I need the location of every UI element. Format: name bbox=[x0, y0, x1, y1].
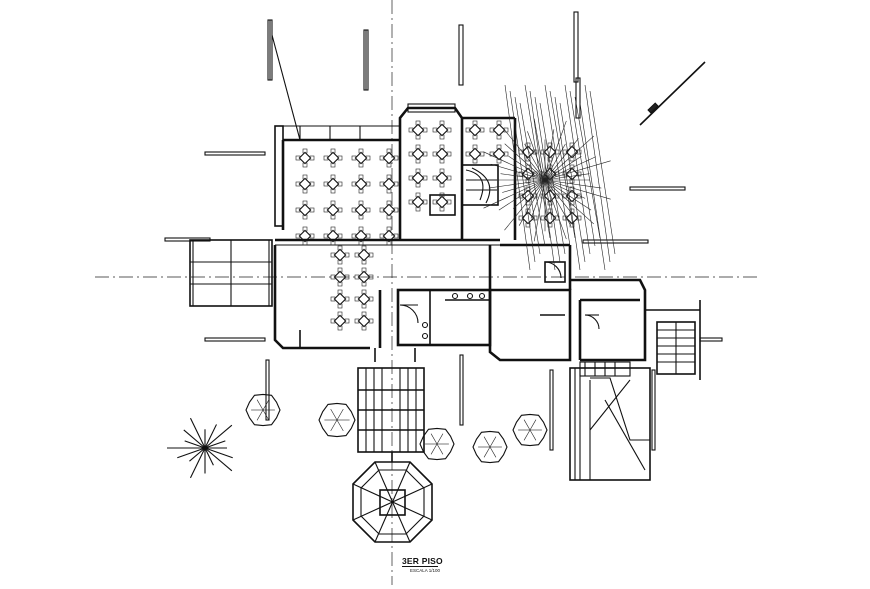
table-set bbox=[465, 120, 485, 140]
table-set bbox=[295, 200, 315, 220]
building-walls bbox=[273, 103, 647, 362]
tree bbox=[245, 393, 281, 427]
gazebo bbox=[352, 452, 433, 543]
right-stair bbox=[645, 300, 701, 380]
table-set bbox=[295, 226, 315, 246]
axis-lines bbox=[95, 0, 760, 585]
tree bbox=[318, 402, 356, 438]
grid-markers bbox=[164, 11, 723, 451]
table-set bbox=[351, 148, 371, 168]
table-set bbox=[295, 148, 315, 168]
left-terrace bbox=[189, 239, 273, 307]
table-set bbox=[330, 311, 350, 331]
table-set bbox=[354, 311, 374, 331]
title-underline bbox=[402, 566, 438, 567]
table-set bbox=[354, 289, 374, 309]
table-set bbox=[408, 168, 428, 188]
table-set bbox=[323, 148, 343, 168]
table-set bbox=[408, 192, 428, 212]
canopy-structure bbox=[476, 84, 616, 271]
table-set bbox=[354, 245, 374, 265]
table-set bbox=[432, 168, 452, 188]
drawing-title: 3ER PISO bbox=[402, 556, 443, 566]
table-set bbox=[323, 200, 343, 220]
table-set bbox=[351, 200, 371, 220]
table-set bbox=[354, 267, 374, 287]
table-set bbox=[379, 174, 399, 194]
palm-tree bbox=[167, 417, 233, 479]
table-set bbox=[408, 144, 428, 164]
table-set bbox=[432, 192, 452, 212]
table-set bbox=[330, 289, 350, 309]
table-set bbox=[351, 174, 371, 194]
table-set bbox=[323, 174, 343, 194]
table-set bbox=[379, 148, 399, 168]
table-set bbox=[489, 120, 509, 140]
table-set bbox=[408, 120, 428, 140]
tree bbox=[472, 430, 508, 464]
table-set bbox=[330, 267, 350, 287]
tree bbox=[512, 413, 548, 447]
table-sets bbox=[295, 120, 582, 331]
table-set bbox=[432, 120, 452, 140]
tree bbox=[419, 427, 455, 461]
lower-right-block bbox=[569, 361, 651, 481]
table-set bbox=[379, 226, 399, 246]
table-set bbox=[379, 200, 399, 220]
table-set bbox=[518, 142, 538, 162]
trees bbox=[245, 393, 548, 464]
table-set bbox=[330, 245, 350, 265]
table-set bbox=[323, 226, 343, 246]
table-set bbox=[489, 144, 509, 164]
table-set bbox=[295, 174, 315, 194]
pergola bbox=[357, 367, 425, 453]
table-set bbox=[465, 144, 485, 164]
table-set bbox=[432, 144, 452, 164]
scale-note: ESCALA 1/100 bbox=[410, 568, 441, 573]
table-set bbox=[351, 226, 371, 246]
